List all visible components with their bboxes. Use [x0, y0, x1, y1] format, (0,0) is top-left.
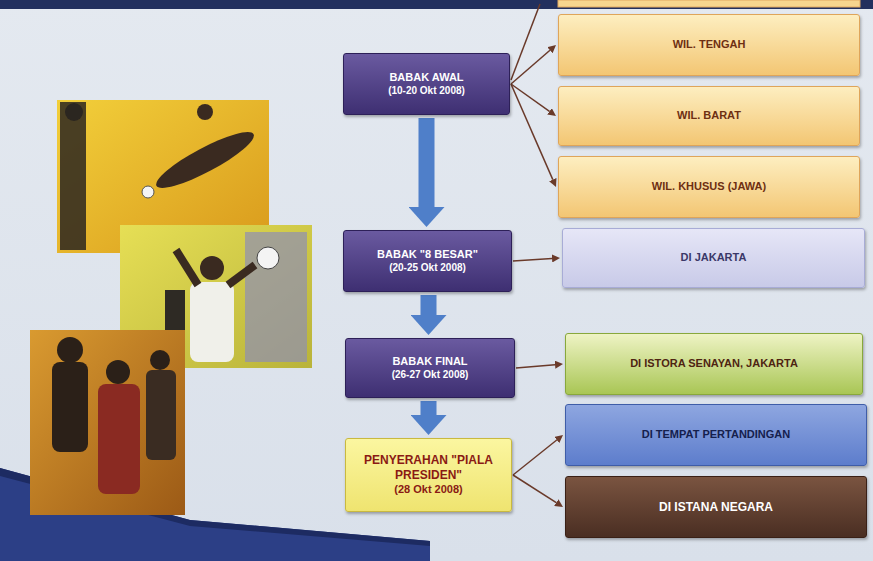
cut-off-box: [558, 0, 860, 7]
block-arrow: [419, 118, 435, 207]
venue-box: WIL. BARAT: [558, 86, 860, 146]
box-title: WIL. BARAT: [677, 109, 741, 123]
leader-line: [511, 4, 540, 80]
player-figure: [190, 282, 234, 362]
player-figure: [57, 337, 83, 363]
ball: [142, 186, 154, 198]
connector-arrow: [513, 259, 552, 261]
top-band: [0, 0, 873, 9]
box-title: BABAK FINAL: [392, 355, 467, 369]
volleyball-photo: [30, 330, 185, 515]
stage-box: BABAK FINAL(26-27 Okt 2008): [345, 338, 515, 398]
stage-box: PENYERAHAN "PIALA PRESIDEN"(28 Okt 2008): [345, 438, 512, 512]
connector-arrow: [511, 84, 553, 180]
box-title: WIL. KHUSUS (JAWA): [652, 180, 766, 194]
player-figure: [176, 250, 198, 285]
date-range: (26-27 Okt 2008): [392, 369, 469, 382]
box-title: PENYERAHAN "PIALA PRESIDEN": [356, 453, 501, 483]
date-range: (10-20 Okt 2008): [388, 85, 465, 98]
connector-arrow: [513, 440, 557, 475]
venue-box: WIL. KHUSUS (JAWA): [558, 156, 860, 218]
connector-arrow: [513, 475, 556, 503]
box-title: DI TEMPAT PERTANDINGAN: [642, 428, 791, 442]
player-figure: [146, 370, 176, 460]
box-title: DI JAKARTA: [681, 251, 747, 265]
venue-box: DI TEMPAT PERTANDINGAN: [565, 404, 867, 466]
box-title: BABAK AWAL: [389, 71, 463, 85]
block-arrow: [421, 295, 437, 315]
venue-box: DI ISTORA SENAYAN, JAKARTA: [565, 333, 863, 395]
stage-box: BABAK AWAL(10-20 Okt 2008): [343, 53, 510, 115]
player-figure: [200, 256, 224, 280]
box-title: DI ISTORA SENAYAN, JAKARTA: [630, 357, 798, 371]
player-figure: [197, 104, 213, 120]
photo-backdrop: [245, 232, 307, 362]
player-figure: [98, 384, 140, 494]
player-figure: [228, 265, 255, 285]
date-range: (20-25 Okt 2008): [389, 262, 466, 275]
player-figure: [150, 350, 170, 370]
connector-arrow: [511, 50, 550, 84]
photo-frame: [30, 330, 185, 515]
connector-arrow: [516, 365, 555, 368]
box-title: WIL. TENGAH: [673, 38, 746, 52]
venue-box: DI JAKARTA: [562, 228, 865, 288]
player-figure: [52, 362, 88, 452]
player-figure: [65, 103, 83, 121]
player-figure: [60, 102, 86, 250]
box-title: BABAK "8 BESAR": [377, 248, 478, 262]
venue-box: WIL. TENGAH: [558, 14, 860, 76]
box-title: DI ISTANA NEGARA: [659, 500, 773, 515]
player-figure: [106, 360, 130, 384]
date-range: (28 Okt 2008): [394, 483, 462, 497]
ball: [257, 247, 279, 269]
player-figure: [151, 124, 259, 197]
venue-box: DI ISTANA NEGARA: [565, 476, 867, 538]
block-arrow: [421, 401, 437, 415]
stage-box: BABAK "8 BESAR"(20-25 Okt 2008): [343, 230, 512, 292]
